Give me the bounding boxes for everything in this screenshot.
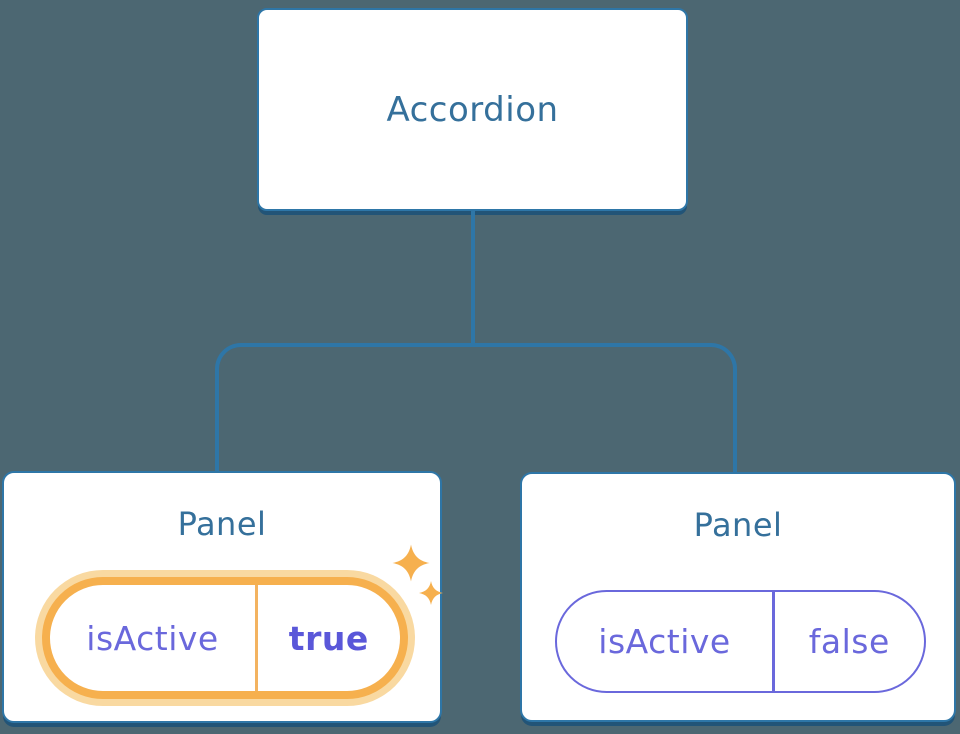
panel-node-inactive: Panel isActive false	[520, 472, 956, 722]
accordion-node: Accordion	[257, 8, 688, 211]
connector-branch	[215, 343, 737, 474]
panel-node-active: Panel isActive true	[2, 471, 443, 723]
state-pill-inactive: isActive false	[555, 590, 926, 693]
pill-divider	[772, 592, 775, 691]
panel-node-label: Panel	[177, 505, 267, 543]
panel-node-label: Panel	[693, 506, 783, 544]
sparkle-icon	[392, 544, 443, 605]
state-value: true	[288, 618, 369, 658]
state-value: false	[808, 622, 890, 661]
state-pill-active: isActive true	[42, 577, 408, 699]
state-name: isActive	[86, 618, 219, 658]
accordion-node-label: Accordion	[386, 89, 559, 130]
state-name: isActive	[598, 622, 731, 661]
pill-divider	[255, 585, 258, 691]
connector-stem	[471, 211, 475, 345]
